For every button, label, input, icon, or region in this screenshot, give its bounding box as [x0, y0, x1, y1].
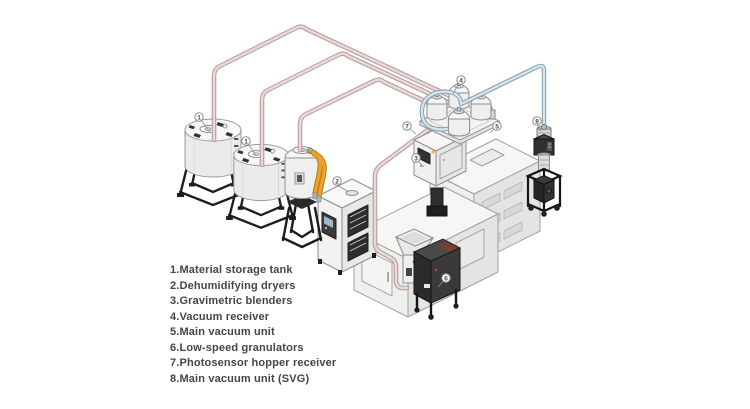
legend-item-1: 1.Material storage tank [170, 264, 293, 276]
low-speed-granulator [394, 228, 462, 320]
legend: 1.Material storage tank 2.Dehumidifying … [170, 263, 336, 387]
badge-granulator: 6 [437, 273, 451, 288]
material-pipes [211, 24, 455, 291]
legend-item-3: 3.Gravimetric blenders [170, 295, 293, 307]
badge-hopper-receiver: 7 [402, 121, 417, 135]
badge-dryer-number: 2 [335, 179, 339, 186]
badge-receiver: 4 [452, 75, 466, 95]
badge-tank-1: 1 [194, 112, 211, 133]
badge-dryer: 2 [332, 176, 350, 193]
badge-svg-unit-number: 8 [535, 119, 539, 126]
legend-item-4: 4.Vacuum receiver [170, 310, 270, 323]
badge-granulator-number: 6 [444, 276, 448, 283]
badge-blender-number: 3 [414, 156, 418, 163]
photosensor-hopper-receiver [281, 146, 327, 249]
legend-item-7: 7.Photosensor hopper receiver [170, 357, 337, 369]
badge-hopper-receiver-number: 7 [405, 124, 409, 131]
badge-tank-1-number: 1 [197, 115, 201, 122]
component-badges: 1 1 2 3 4 5 6 [194, 75, 542, 288]
legend-item-2: 2.Dehumidifying dryers [170, 279, 296, 292]
legend-item-8: 8.Main vacuum unit (SVG) [170, 372, 310, 385]
badge-tank-2-number: 1 [244, 139, 248, 146]
badge-vacuum-unit: 5 [489, 121, 502, 134]
dehumidifying-dryer [317, 178, 377, 275]
badge-svg-unit: 8 [532, 116, 542, 132]
badge-receiver-number: 4 [459, 78, 463, 85]
badge-vacuum-unit-number: 5 [495, 124, 499, 131]
badge-tank-2: 1 [241, 136, 257, 156]
legend-item-6: 6.Low-speed granulators [170, 341, 304, 354]
vacuum-pipe [419, 63, 547, 132]
badge-blender: 3 [411, 153, 425, 168]
legend-item-5: 5.Main vacuum unit [170, 326, 275, 338]
hose-accent [306, 148, 327, 200]
svg-vacuum-unit [525, 124, 563, 217]
